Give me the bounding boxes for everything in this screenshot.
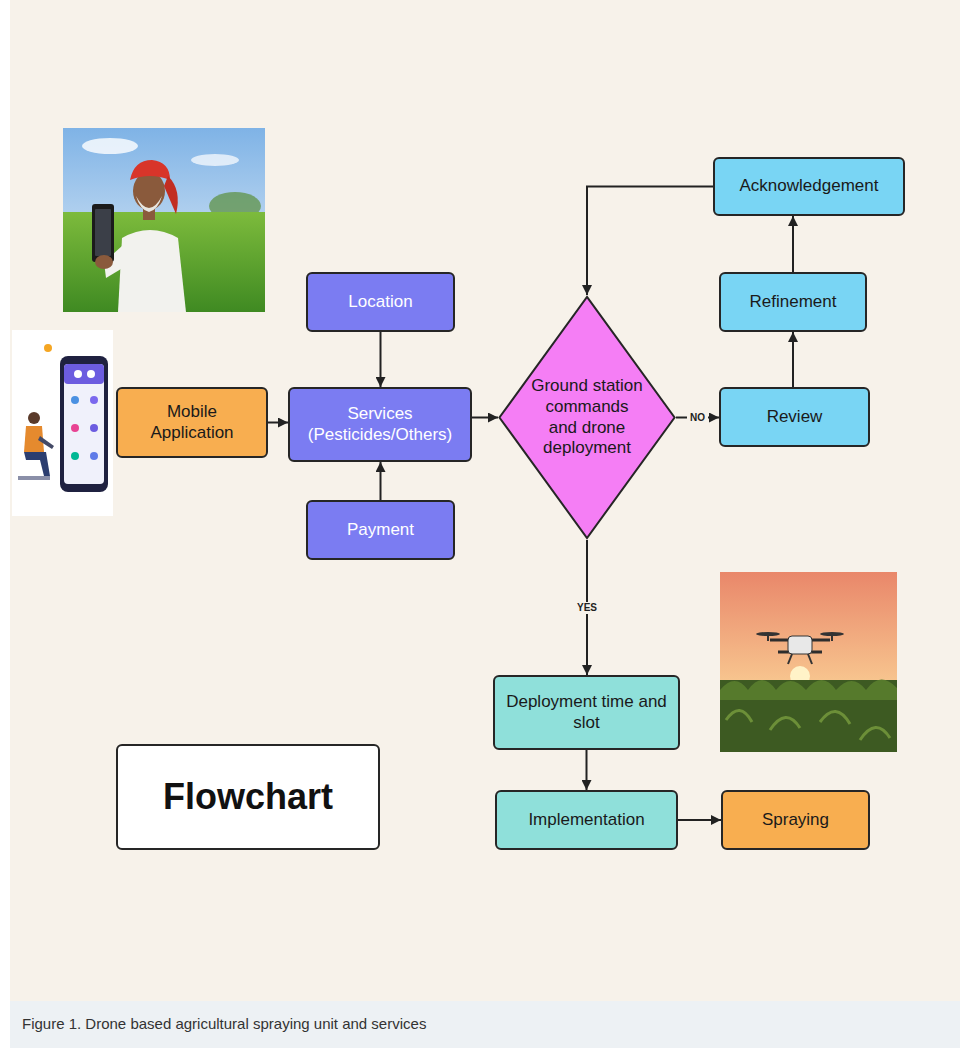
node-label: Mobile Application (126, 402, 258, 443)
title-box: Flowchart (116, 744, 380, 850)
icon (71, 396, 79, 404)
cloud (191, 154, 239, 166)
phone (92, 204, 114, 262)
node-label: Spraying (762, 810, 829, 831)
node-label: Refinement (750, 292, 837, 313)
node-label: Services (Pesticides/Others) (298, 404, 462, 445)
landing-leg (808, 654, 812, 664)
flow-arrow (792, 216, 794, 272)
process-box: Review (719, 387, 870, 447)
process-box: Refinement (719, 272, 867, 332)
hand (95, 255, 113, 269)
sky (63, 128, 265, 312)
flow-arrow (380, 332, 382, 387)
edge-label: NO (687, 412, 708, 424)
process-box: Acknowledgement (713, 157, 905, 216)
icon (71, 424, 79, 432)
node-label: Review (767, 407, 823, 428)
farmer-photo (63, 128, 265, 312)
icon (90, 396, 98, 404)
person-head (28, 412, 40, 424)
node-label: Location (348, 292, 412, 313)
decision-diamond: Ground station commands and drone deploy… (498, 295, 676, 540)
drone-photo (720, 572, 897, 752)
app-header (64, 364, 104, 384)
edge-label: YES (574, 602, 600, 614)
node-label: Flowchart (163, 775, 333, 819)
diamond-shape (499, 297, 674, 538)
drone-body (788, 636, 812, 654)
seat (18, 476, 50, 480)
cloud (82, 138, 138, 154)
face (133, 172, 165, 210)
icon (74, 370, 82, 378)
phone-body (60, 356, 108, 492)
beard (136, 196, 162, 212)
output-box: Spraying (721, 790, 870, 850)
badge (44, 344, 52, 352)
turban (130, 160, 170, 180)
icon (87, 370, 95, 378)
process-box: Deployment time and slot (493, 675, 680, 750)
flow-arrow (472, 417, 498, 419)
icon (71, 452, 79, 460)
process-box: Services (Pesticides/Others) (288, 387, 472, 462)
phone-screen (95, 209, 111, 256)
sunset-sky (720, 572, 897, 752)
flow-arrow (586, 750, 588, 790)
illustration-ground (12, 330, 113, 516)
input-box: Payment (306, 500, 455, 560)
crops (720, 680, 897, 752)
flow-arrow (792, 332, 794, 387)
person-legs (24, 452, 50, 476)
turban-tail (164, 176, 178, 214)
node-label: Implementation (528, 810, 644, 831)
input-box: Location (306, 272, 455, 332)
leaves (720, 679, 897, 700)
icon (90, 424, 98, 432)
node-label: Deployment time and slot (503, 692, 670, 733)
process-box: Mobile Application (116, 387, 268, 458)
phone-screen (64, 364, 104, 484)
flow-arrow (380, 462, 382, 500)
figure-caption: Figure 1. Drone based agricultural spray… (22, 1015, 426, 1032)
process-box: Implementation (495, 790, 678, 850)
flow-arrow (678, 819, 721, 821)
node-label: Acknowledgement (740, 176, 879, 197)
node-label: Ground station commands and drone deploy… (531, 376, 643, 459)
laptop (38, 436, 54, 449)
leaves (726, 710, 890, 740)
flow-arrow (268, 422, 288, 424)
landing-leg (788, 654, 792, 664)
shirt (118, 230, 186, 312)
rotor-mast (831, 634, 833, 641)
rotor-mast (767, 634, 769, 641)
icon (90, 452, 98, 460)
node-label: Payment (347, 520, 414, 541)
app-illustration (12, 330, 113, 516)
flow-arrow (587, 187, 713, 296)
